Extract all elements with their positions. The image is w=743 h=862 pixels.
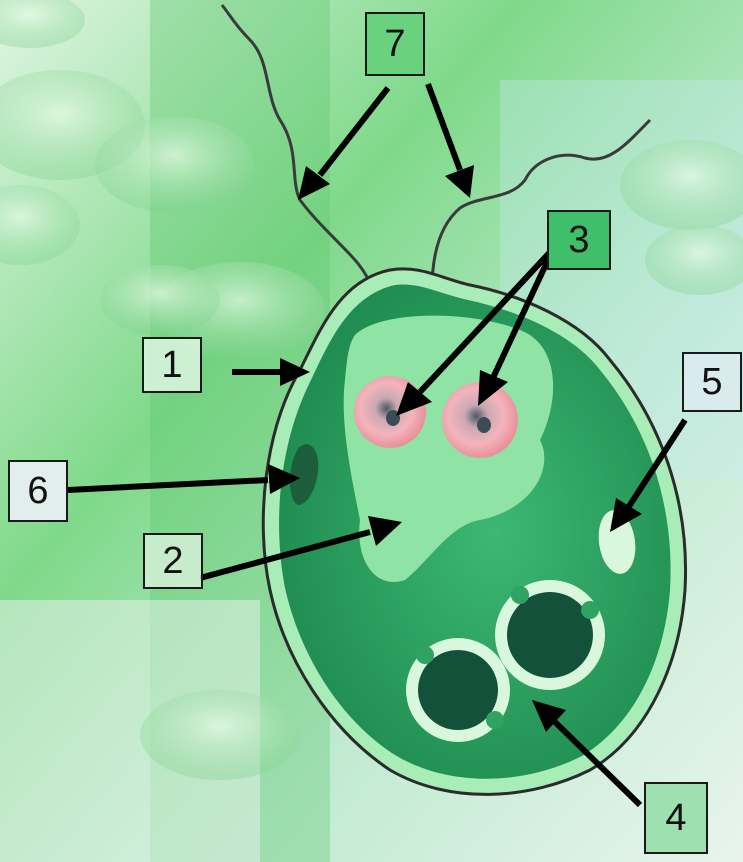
label-4: 4: [644, 782, 708, 854]
label-7: 7: [365, 12, 425, 76]
label-1: 1: [142, 337, 202, 393]
label-6: 6: [8, 460, 68, 522]
label-5: 5: [682, 352, 742, 412]
label-3: 3: [547, 210, 611, 270]
label-2: 2: [143, 533, 203, 589]
